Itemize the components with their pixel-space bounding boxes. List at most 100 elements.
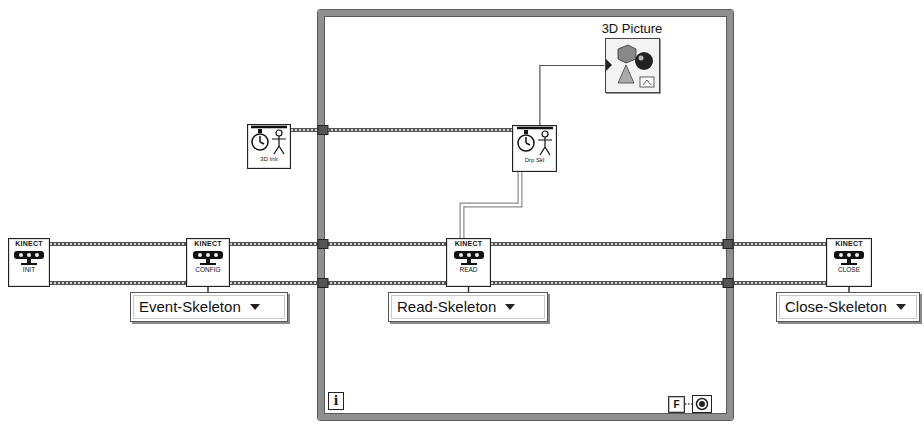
wire-stroke [491, 282, 826, 284]
vi-label: KINECT [15, 240, 42, 248]
stopwatch-face [252, 134, 268, 150]
figure-head [276, 130, 282, 136]
sensor-base [841, 263, 857, 265]
sensor-base [461, 263, 477, 265]
figure-head [542, 131, 548, 137]
kinect-config-vi: KINECTCONFIG [186, 238, 230, 287]
stop-terminal [693, 396, 712, 413]
sensor-lens [475, 253, 479, 257]
dropdown-arrow [249, 302, 261, 312]
boolean-constant: F [668, 396, 685, 413]
node-label: Event-Skeleton [139, 298, 241, 316]
node-label: Drp Skl [525, 156, 545, 164]
indicator-label: 3D Picture [602, 20, 663, 38]
enum-constant: Read-Skeleton [388, 292, 548, 322]
sensor-bar [834, 251, 864, 259]
indicator-arrow [606, 59, 612, 71]
kinect-sensor-icon [451, 248, 487, 266]
sensor-lens [847, 253, 851, 257]
sensor-lens [459, 253, 463, 257]
sphere-highlight [638, 56, 643, 61]
stop-symbol [697, 399, 708, 410]
node-label: 3D Init [260, 155, 277, 163]
skeleton-icon [249, 125, 289, 155]
wire-stroke [50, 243, 186, 245]
wire-stroke [491, 243, 826, 245]
stopwatch-hand [260, 142, 264, 144]
wire-stroke [462, 172, 520, 238]
wire [540, 66, 605, 126]
vi-label: KINECT [835, 240, 862, 248]
sensor-lens [19, 253, 23, 257]
wire-stroke [230, 243, 446, 245]
stop-symbol [699, 401, 705, 407]
picture-indicator: 3D Picture [598, 20, 666, 93]
dropdown-arrow [896, 304, 906, 310]
dropdown-arrow [250, 304, 260, 310]
wire-stroke [50, 282, 186, 284]
sphere-shape [635, 52, 653, 70]
picture-badge [643, 80, 651, 85]
picture-3d-icon [606, 39, 659, 92]
sensor-lens [467, 253, 471, 257]
wire-stroke [50, 281, 186, 285]
init-3d-vi: 3D Init [247, 124, 291, 169]
stopwatch-hand [526, 143, 530, 145]
sensor-lens [27, 253, 31, 257]
wire [491, 283, 826, 284]
while-loop: iDrp Skl3D PictureKINECTREADRead-Skeleto… [318, 10, 733, 420]
wire-stroke [230, 282, 446, 284]
wire-stroke [462, 172, 520, 238]
sensor-stand [847, 259, 851, 263]
sensor-lens [214, 253, 218, 257]
kinect-init-vi: KINECT INIT [8, 238, 50, 287]
node-label: Close-Skeleton [785, 298, 887, 316]
sensor-lens [198, 253, 202, 257]
picture-frame [605, 38, 660, 93]
wire [230, 244, 446, 245]
node-label: Read-Skeleton [397, 298, 496, 316]
enum-constant: Close-Skeleton [776, 292, 920, 322]
stopwatch-hand [525, 137, 527, 143]
wire [291, 130, 512, 131]
sensor-stand [206, 259, 210, 263]
enum-constant: Event-Skeleton [130, 292, 288, 322]
dropdown-arrow [505, 304, 515, 310]
sensor-base [21, 263, 37, 265]
sensor-lens [206, 253, 210, 257]
wire-stroke [491, 281, 826, 285]
sensor-bar [193, 251, 223, 259]
wire [491, 244, 826, 245]
wire [230, 283, 446, 284]
wire-stroke [540, 66, 605, 126]
vi-label: READ [459, 266, 477, 274]
stopwatch-stem [258, 129, 262, 133]
vi-label: KINECT [194, 240, 221, 248]
wire-stroke [230, 281, 446, 285]
picture-badge [640, 77, 654, 87]
wire-stroke [491, 242, 826, 246]
wire-stroke [291, 128, 512, 132]
boolean-wire [685, 403, 692, 405]
vi-label: CLOSE [838, 266, 860, 274]
wire-stroke [291, 129, 512, 131]
wire [50, 244, 186, 245]
icon-banner [251, 126, 287, 129]
stopwatch-stem [524, 130, 528, 134]
node-label: F [673, 399, 679, 411]
kinect-sensor-icon [831, 248, 867, 266]
sensor-lens [839, 253, 843, 257]
wire-stroke [50, 242, 186, 246]
iteration-terminal: i [328, 392, 344, 410]
skeleton-icon [515, 126, 555, 156]
figure-body [538, 137, 552, 155]
sensor-bar [14, 251, 44, 259]
cone-shape [618, 65, 634, 83]
vi-label: INIT [23, 266, 35, 274]
kinect-sensor-icon [11, 248, 47, 266]
wire [462, 172, 520, 238]
dropdown-arrow [895, 302, 907, 312]
